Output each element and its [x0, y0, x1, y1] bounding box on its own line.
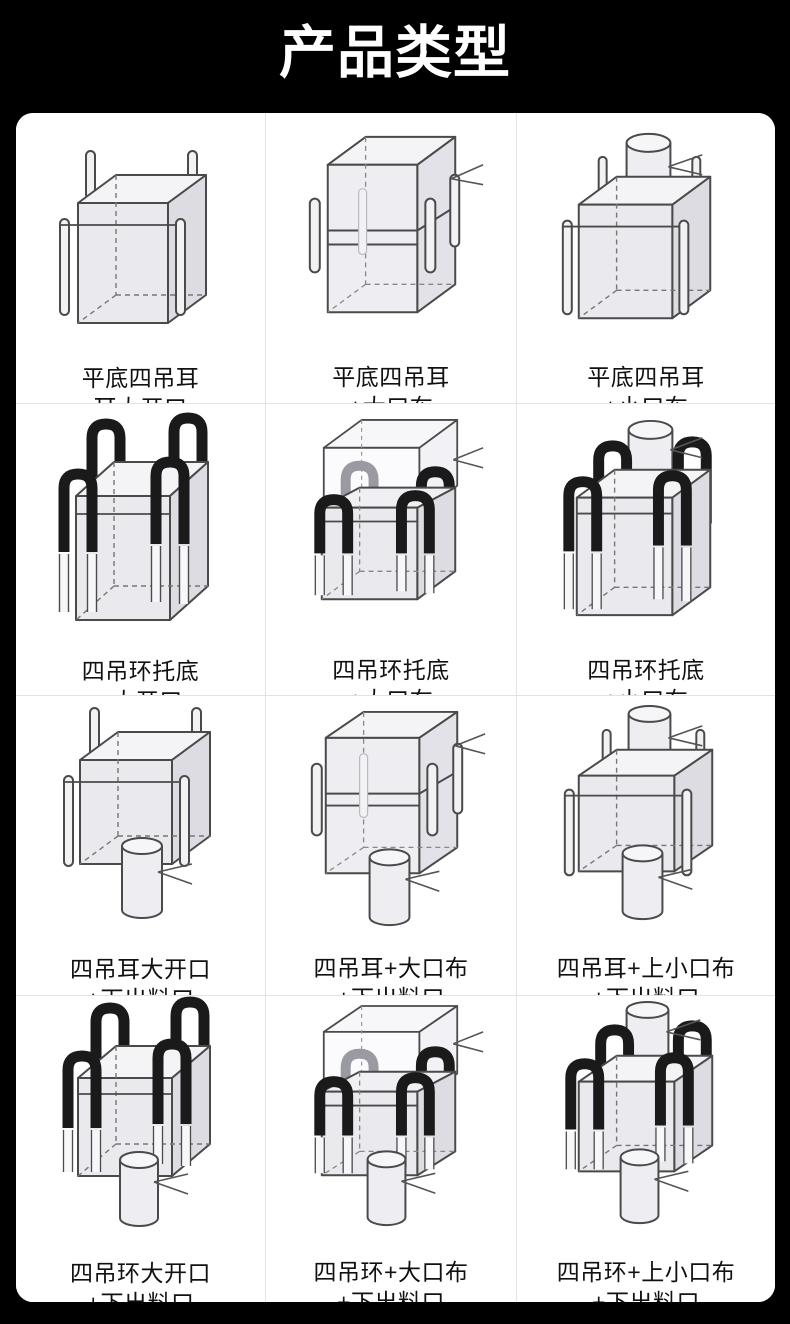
- product-cell-8[interactable]: 四吊耳+大口布 +下出料口: [265, 695, 516, 995]
- product-caption: 四吊耳+上小口布 +下出料口: [556, 955, 736, 995]
- lifting-loop: [314, 1072, 435, 1136]
- product-cell-2[interactable]: 平底四吊耳 +大口布: [265, 113, 516, 403]
- lifting-loop: [314, 490, 435, 554]
- product-cell-10[interactable]: 四吊环大开口 +下出料口: [16, 995, 265, 1302]
- product-caption: 平底四吊耳 +小口布: [587, 364, 705, 403]
- bulk-bag-flat-bottom-4-loop-open-top-icon: [16, 113, 265, 363]
- bulk-bag-4-loop-open-top-discharge-spout-icon: [16, 696, 265, 954]
- product-caption: 四吊环托底 +小口布: [587, 657, 705, 695]
- product-caption: 四吊耳+大口布 +下出料口: [313, 954, 469, 995]
- annotation-arrow: [668, 154, 703, 176]
- lifting-loop: [62, 1038, 192, 1128]
- product-caption: 平底四吊耳 耳大开口: [81, 365, 200, 403]
- lifting-loop: [86, 412, 208, 516]
- product-cell-12[interactable]: 四吊环+上小口布 +下出料口: [516, 995, 775, 1302]
- annotation-arrow: [658, 725, 703, 890]
- bulk-bag-4-ring-open-top-discharge-spout-icon: [16, 996, 265, 1258]
- product-caption: 平底四吊耳 +大口布: [332, 364, 450, 403]
- lifting-loop: [415, 466, 455, 530]
- bulk-bag-4-ring-full-top-cover-discharge-spout-icon: [266, 996, 516, 1257]
- annotation-arrow: [157, 863, 193, 885]
- page-title: 产品类型: [279, 21, 511, 85]
- bulk-bag-flat-bottom-4-loop-small-fill-spout-icon: [517, 113, 775, 362]
- bulk-bag-4-ring-cross-corner-full-top-cover-icon: [266, 404, 516, 655]
- page-header: 产品类型: [0, 0, 790, 113]
- bulk-bag-flat-bottom-4-loop-full-top-cover-icon: [266, 113, 516, 362]
- lifting-loop: [415, 1046, 455, 1116]
- bulk-bag-4-ring-cross-corner-open-top-icon: [16, 404, 265, 656]
- product-cell-5[interactable]: 四吊环托底 +大口布: [265, 403, 516, 695]
- product-cell-6[interactable]: 四吊环托底 +小口布: [516, 403, 775, 695]
- annotation-arrow: [670, 437, 703, 459]
- lifting-loop: [90, 996, 210, 1100]
- product-grid-panel: 平底四吊耳 耳大开口: [16, 113, 775, 1302]
- product-caption: 四吊环托底 +大开口: [81, 658, 200, 695]
- product-cell-11[interactable]: 四吊环+大口布 +下出料口: [265, 995, 516, 1302]
- product-caption: 四吊环+上小口布 +下出料口: [556, 1258, 736, 1302]
- product-cell-1[interactable]: 平底四吊耳 耳大开口: [16, 113, 265, 403]
- lifting-loop: [563, 470, 692, 552]
- product-caption: 四吊环托底 +大口布: [332, 656, 450, 695]
- bulk-bag-4-ring-fill-spout-discharge-spout-icon: [517, 996, 775, 1257]
- annotation-arrow: [153, 1173, 189, 1195]
- product-cell-4[interactable]: 四吊环托底 +大开口: [16, 403, 265, 695]
- product-cell-3[interactable]: 平底四吊耳 +小口布: [516, 113, 775, 403]
- annotation-arrow: [452, 447, 484, 469]
- product-grid: 平底四吊耳 耳大开口: [16, 113, 775, 1302]
- annotation-arrow: [401, 1031, 484, 1194]
- product-caption: 四吊耳大开口 +下出料口: [70, 956, 211, 995]
- annotation-arrow: [450, 164, 484, 186]
- bulk-bag-4-ring-cross-corner-small-fill-spout-icon: [517, 404, 775, 655]
- lifting-loop: [58, 456, 190, 552]
- lifting-loop: [565, 1052, 694, 1130]
- annotation-arrow: [654, 1019, 701, 1192]
- product-cell-7[interactable]: 四吊耳大开口 +下出料口: [16, 695, 265, 995]
- annotation-arrow: [405, 733, 486, 892]
- bulk-bag-4-loop-fill-spout-discharge-spout-icon: [517, 696, 775, 953]
- product-caption: 四吊环+大口布 +下出料口: [313, 1258, 469, 1302]
- bulk-bag-4-loop-full-top-cover-discharge-spout-icon: [266, 696, 516, 953]
- product-cell-9[interactable]: 四吊耳+上小口布 +下出料口: [516, 695, 775, 995]
- product-caption: 四吊环大开口 +下出料口: [70, 1260, 211, 1302]
